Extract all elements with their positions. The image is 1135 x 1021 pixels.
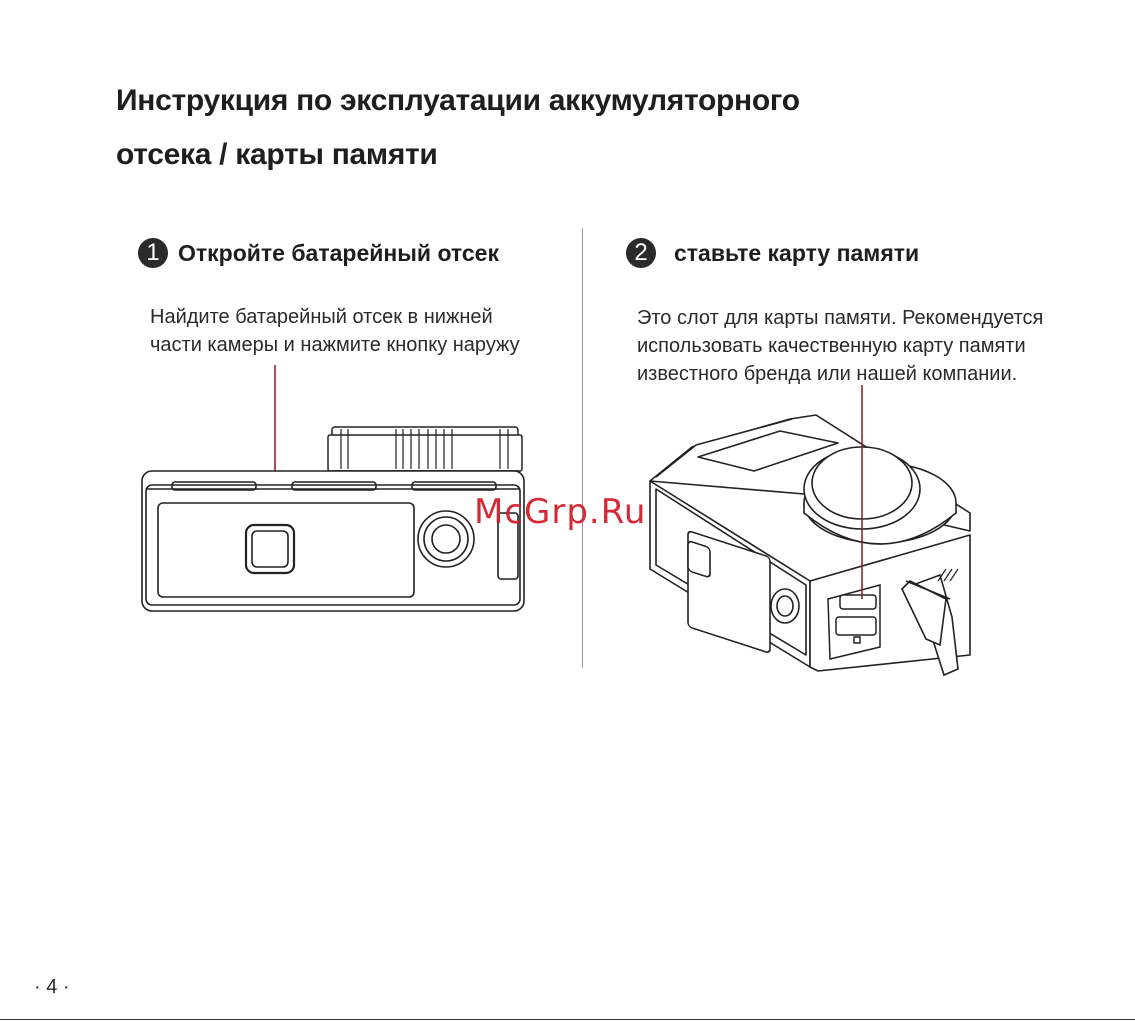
step-2-description-line-1: Это слот для карты памяти. Рекомендуется xyxy=(637,307,1044,329)
step-1-heading: 1 Откройте батарейный отсек xyxy=(138,238,499,268)
step-1-description-line-1: Найдите батарейный отсек в нижней xyxy=(150,306,493,328)
camera-body xyxy=(141,470,525,612)
step-2-heading: 2 ставьте карту памяти xyxy=(626,238,919,268)
page-title-line-1: Инструкция по эксплуатации аккумуляторно… xyxy=(116,84,800,117)
camera-card-slot-illustration xyxy=(649,385,971,677)
lens-cap xyxy=(803,446,957,545)
step-2-number-badge: 2 xyxy=(626,238,656,268)
bottom-rule xyxy=(0,1019,1135,1020)
step-1-title: Откройте батарейный отсек xyxy=(178,239,499,266)
column-divider xyxy=(582,228,583,668)
step-2-title: ставьте карту памяти xyxy=(674,239,920,266)
camera-bottom-illustration xyxy=(141,365,525,612)
step-2-description-line-3: известного бренда или нашей компании. xyxy=(637,363,1018,385)
step-1-description: Найдите батарейный отсек в нижней части … xyxy=(150,303,520,359)
watermark: McGrp.Ru xyxy=(474,492,647,532)
step-2-description-line-2: использовать качественную карту памяти xyxy=(637,335,1026,357)
step-1-description-line-2: части камеры и нажмите кнопку наружу xyxy=(150,334,520,356)
camera-body-3d xyxy=(649,414,971,672)
step-1-number-badge: 1 xyxy=(138,238,168,268)
page-title: Инструкция по эксплуатации аккумуляторно… xyxy=(116,74,1016,182)
memory-card xyxy=(900,568,959,677)
battery-door-button xyxy=(244,523,296,575)
lens-ring xyxy=(327,426,523,472)
page-title-line-2: отсека / карты памяти xyxy=(116,138,438,171)
page-number: · 4 · xyxy=(34,976,70,998)
step-2-description: Это слот для карты памяти. Рекомендуется… xyxy=(637,304,1043,388)
